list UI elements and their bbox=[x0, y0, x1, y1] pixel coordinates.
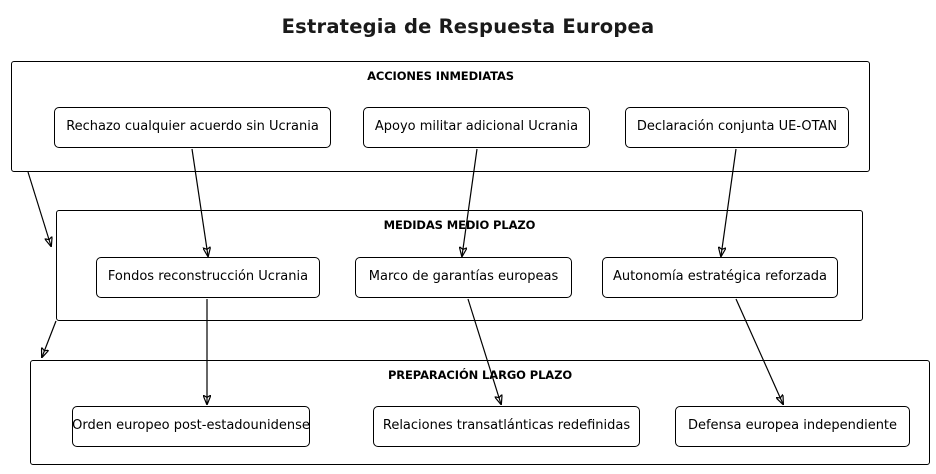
section-medidas-medio-plazo: MEDIDAS MEDIO PLAZO bbox=[56, 210, 863, 321]
edge-seccion2-to-seccion3 bbox=[42, 320, 57, 357]
node-marco-garantias[interactable]: Marco de garantías europeas bbox=[355, 257, 572, 298]
node-fondos-reconstruccion[interactable]: Fondos reconstrucción Ucrania bbox=[96, 257, 320, 298]
node-relaciones-transatlanticas[interactable]: Relaciones transatlánticas redefinidas bbox=[373, 406, 640, 447]
section-preparacion-largo-plazo: PREPARACIÓN LARGO PLAZO bbox=[30, 360, 930, 465]
node-rechazo-acuerdo[interactable]: Rechazo cualquier acuerdo sin Ucrania bbox=[54, 107, 331, 148]
node-defensa-europea[interactable]: Defensa europea independiente bbox=[675, 406, 910, 447]
section-title-acciones-inmediatas: ACCIONES INMEDIATAS bbox=[367, 69, 514, 83]
section-title-medidas-medio-plazo: MEDIDAS MEDIO PLAZO bbox=[383, 218, 536, 232]
section-title-preparacion-largo-plazo: PREPARACIÓN LARGO PLAZO bbox=[387, 368, 573, 382]
node-orden-europeo[interactable]: Orden europeo post-estadounidense bbox=[72, 406, 310, 447]
page-title: Estrategia de Respuesta Europea bbox=[281, 15, 655, 38]
section-acciones-inmediatas: ACCIONES INMEDIATAS bbox=[11, 61, 870, 172]
node-autonomia-estrategica[interactable]: Autonomía estratégica reforzada bbox=[602, 257, 838, 298]
node-apoyo-militar[interactable]: Apoyo militar adicional Ucrania bbox=[363, 107, 590, 148]
edge-seccion1-to-seccion2 bbox=[27, 171, 51, 246]
node-declaracion-conjunta[interactable]: Declaración conjunta UE-OTAN bbox=[625, 107, 849, 148]
